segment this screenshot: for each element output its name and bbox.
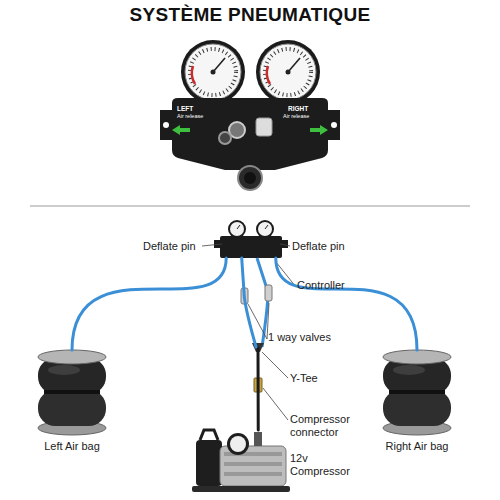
- callout-label: 1 way valves: [268, 331, 348, 344]
- controller: Controller: [220, 222, 282, 258]
- small-gauge: [256, 220, 274, 238]
- node-text: 12v Compressor: [290, 452, 354, 477]
- air-bag: Right Air bag: [383, 350, 451, 432]
- compressor-outlet: [254, 432, 262, 446]
- leader-line: [280, 244, 290, 246]
- diagram-title: SYSTÈME PNEUMATIQUE: [0, 4, 500, 26]
- small-gauge: [228, 220, 246, 238]
- node-text: Controller: [297, 279, 367, 292]
- compressor-handle: [200, 430, 218, 440]
- compressor-gauge-face: [230, 436, 246, 452]
- compressor-fin: [224, 462, 282, 466]
- controller-panel-body: [160, 98, 340, 170]
- air-bag: [38, 350, 106, 435]
- pressure-gauge: [256, 40, 320, 104]
- arrow-symbol: [172, 125, 190, 135]
- arrow-symbol: [310, 125, 328, 135]
- pressure-gauge: [181, 40, 245, 104]
- compressor-base: [192, 486, 290, 492]
- air-hose-connector: [242, 258, 259, 430]
- leader-line: [202, 244, 222, 246]
- air-bag: [383, 350, 451, 435]
- fitting-part: [256, 118, 272, 136]
- air-hose: [257, 258, 268, 347]
- leader-line: [263, 388, 288, 420]
- compressor-body: [220, 446, 286, 486]
- node-text: Air release: [283, 113, 328, 119]
- mounting-hole: [163, 122, 169, 128]
- compressor-fin: [224, 472, 282, 476]
- hose-segment: [72, 258, 226, 350]
- hose-segment: [257, 348, 260, 430]
- divider-line: [30, 206, 470, 207]
- callout-label: Y-Tee: [290, 372, 350, 385]
- air-hose-connector: [72, 258, 226, 350]
- one-way-valve: [265, 285, 272, 301]
- node-text: RIGHT: [288, 105, 328, 112]
- node-text: Air release: [177, 113, 222, 119]
- node-text: Right Air bag: [379, 440, 455, 453]
- fitting-part: [219, 132, 231, 144]
- control-knob: [238, 166, 262, 190]
- controller-panel: LEFTAir releaseRIGHTAir release: [165, 95, 335, 175]
- compressor-motor: [196, 440, 222, 486]
- compressor: 12v Compressor: [192, 430, 288, 492]
- hose-segment: [242, 258, 256, 347]
- controller-body: [220, 236, 282, 258]
- mounting-hole: [331, 122, 337, 128]
- air-bag: Left Air bag: [38, 350, 106, 432]
- node-text: Left Air bag: [36, 440, 108, 453]
- node-text: LEFT: [177, 105, 217, 112]
- compressor-gauge-bezel: [227, 433, 249, 455]
- control-knob-center: [244, 172, 256, 184]
- callout-label: Compressor connector: [290, 413, 365, 439]
- callout-label: Deflate pin: [292, 240, 352, 253]
- callout-label: Deflate pin: [143, 240, 203, 253]
- leader-line: [262, 352, 288, 378]
